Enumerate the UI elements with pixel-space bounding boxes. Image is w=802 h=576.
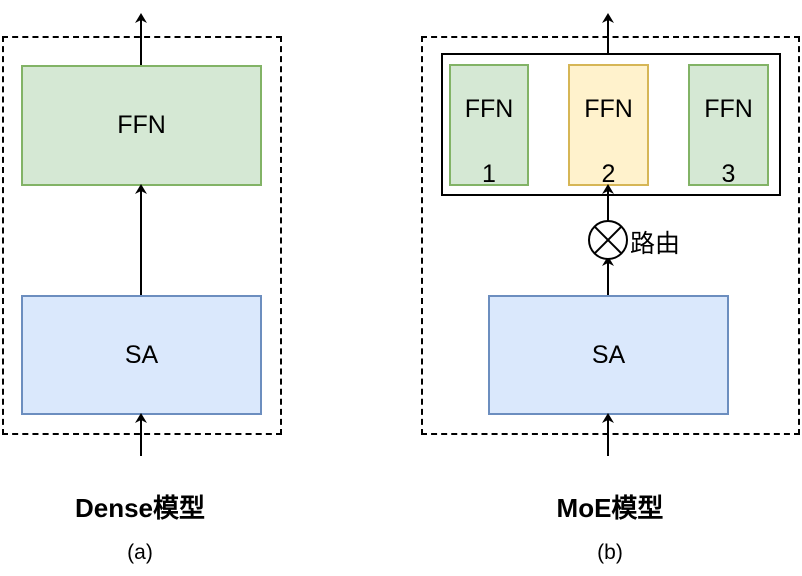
moe-sa-block: SA (488, 295, 729, 415)
dense-sub-label: (a) (127, 541, 153, 564)
moe-expert-1: FFN 1 (449, 64, 529, 188)
expert-3-number: 3 (721, 159, 736, 188)
dense-caption: Dense模型 (74, 493, 206, 523)
moe-expert-2: FFN 2 (568, 64, 649, 188)
expert-1-name: FFN (464, 94, 514, 123)
expert-1-number: 1 (482, 159, 496, 188)
moe-caption: MoE模型 (556, 493, 664, 523)
moe-sa-label: SA (591, 340, 626, 369)
expert-2-number: 2 (601, 159, 616, 188)
moe-experts-container (441, 53, 781, 196)
moe-sub-label: (b) (597, 541, 623, 564)
dense-ffn-label: FFN (117, 111, 166, 140)
expert-2-name: FFN (584, 94, 633, 123)
router-label: 路由 (630, 230, 681, 258)
moe-expert-3: FFN 3 (688, 64, 769, 188)
expert-3-name: FFN (704, 94, 753, 123)
dense-sa-label: SA (124, 340, 159, 369)
moe-model-frame (421, 36, 800, 435)
router-icon (588, 220, 628, 260)
